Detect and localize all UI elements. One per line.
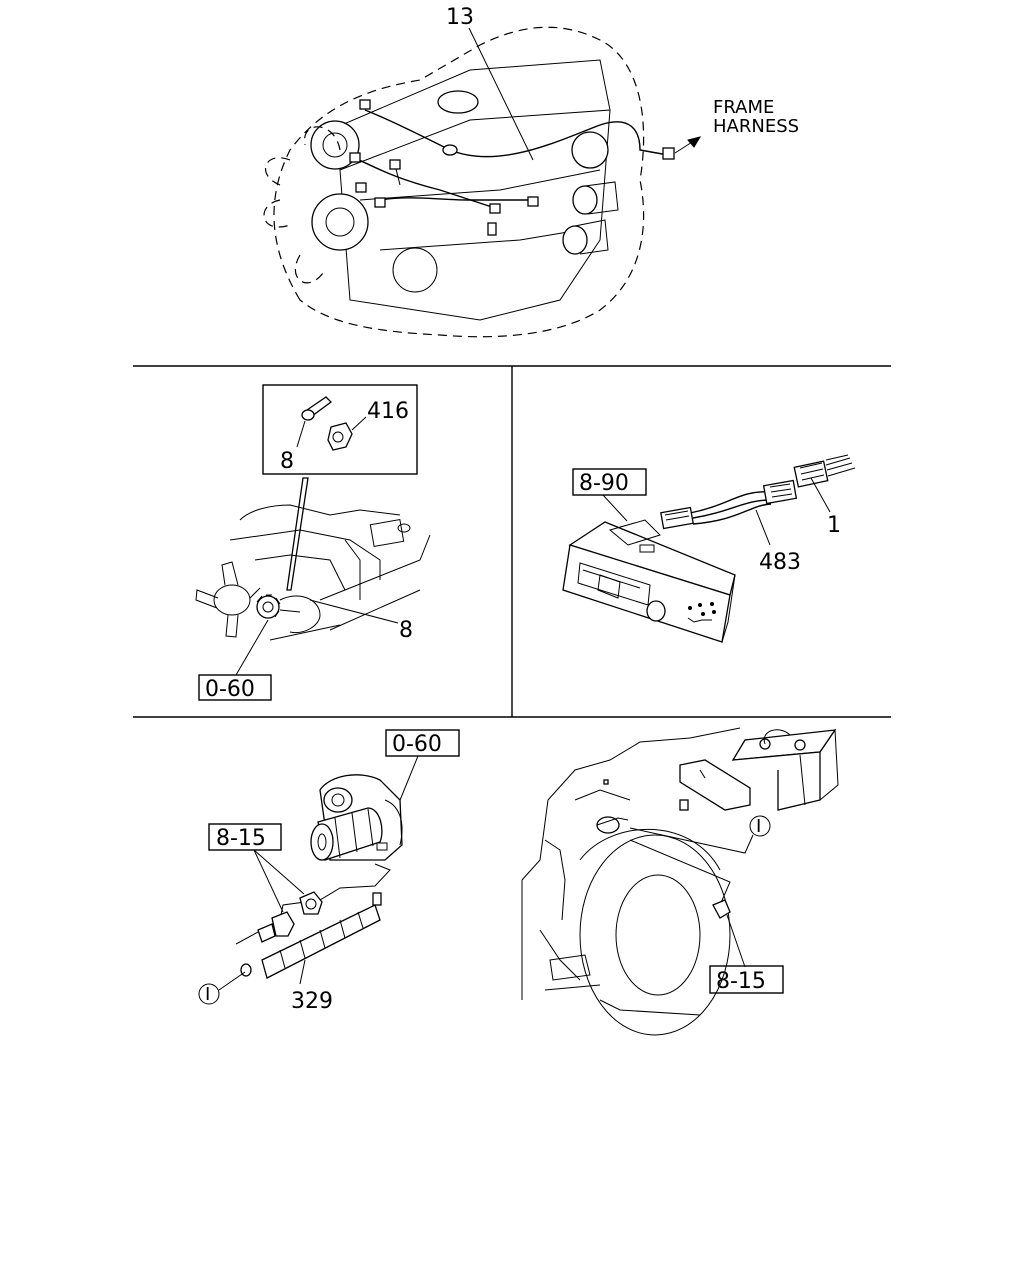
ref-box-8-15-starter: 8-15 <box>216 826 266 851</box>
ref-box-0-60-fan: 0-60 <box>205 677 255 702</box>
label-part-483: 483 <box>759 550 801 575</box>
fan-nut-view <box>195 384 431 701</box>
label-frame-harness-line2: HARNESS <box>713 116 799 137</box>
starter-view <box>198 729 460 1005</box>
ref-box-0-60-starter: 0-60 <box>392 732 442 757</box>
label-part-8: 8 <box>399 618 413 643</box>
label-inset-part-8: 8 <box>280 449 294 474</box>
battery-view <box>521 727 839 1036</box>
ref-box-8-15-battery: 8-15 <box>716 969 766 994</box>
label-frame-harness-line1: FRAME <box>713 97 774 118</box>
section-dividers <box>133 365 891 718</box>
ref-box-8-90: 8-90 <box>579 471 629 496</box>
label-part-13: 13 <box>446 5 474 30</box>
label-inset-part-416: 416 <box>367 399 409 424</box>
circle-marker-battery: I <box>756 816 761 837</box>
label-part-329: 329 <box>291 989 333 1014</box>
circle-marker-starter: I <box>205 984 210 1005</box>
radio-view <box>562 454 856 643</box>
engine-harness-view <box>263 26 702 338</box>
label-part-1: 1 <box>827 513 841 538</box>
